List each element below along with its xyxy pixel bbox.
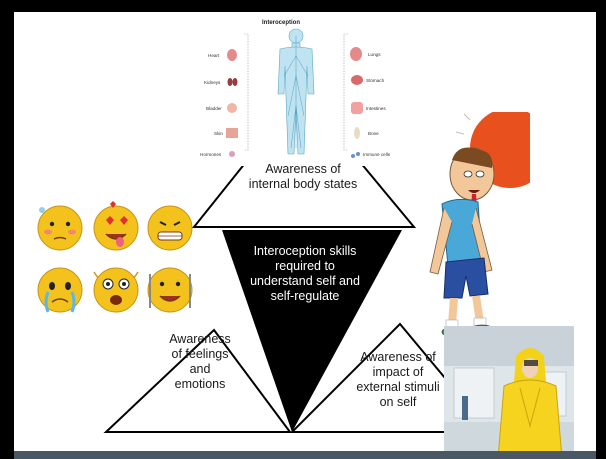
organ-label-skin: Skin [214, 131, 223, 136]
label-internal-body-states: Awareness of internal body states [248, 162, 358, 191]
organ-label-kidneys: Kidneys [204, 80, 221, 85]
label-external-stimuli: Awareness of impact of external stimuli … [356, 350, 440, 409]
emoji-grimace-face [147, 205, 193, 251]
organ-label-immune-cells: Immune cells [363, 152, 391, 157]
left-organ-icons [226, 49, 238, 157]
organ-label-bladder: Bladder [206, 106, 222, 111]
woman-in-yellow-coat-photo [444, 326, 574, 459]
emoji-crying-face [37, 267, 83, 313]
emoji-hungry-face [147, 267, 193, 313]
organ-label-heart: Heart [208, 53, 220, 58]
organ-label-intestines: Intestines [366, 106, 386, 111]
center-triangle [222, 230, 402, 432]
emoji-faces-grid [37, 201, 193, 313]
footer-bar [14, 451, 596, 459]
organ-label-bone: Bone [368, 131, 379, 136]
right-organ-icons [350, 47, 363, 158]
organ-label-lungs: Lungs [368, 52, 381, 57]
infographic-title: Interoception [262, 20, 300, 26]
emoji-heart-eyes-face [93, 201, 139, 251]
slide: Interoception Heart Kidneys Bladder Skin… [14, 12, 596, 459]
label-feelings-emotions: Awareness of feelings and emotions [169, 332, 231, 391]
emoji-shy-face [37, 205, 83, 251]
left-triangle-outline [103, 328, 292, 433]
exhausted-man-cartoon [429, 112, 530, 338]
organ-label-stomach: Stomach [366, 78, 385, 83]
organ-label-hormones: Hormones [200, 152, 222, 157]
label-interoception-skills: Interoception skills required to underst… [250, 244, 360, 303]
emoji-shocked-face [93, 267, 139, 313]
body-organs-infographic: Interoception Heart Kidneys Bladder Skin… [200, 16, 392, 166]
